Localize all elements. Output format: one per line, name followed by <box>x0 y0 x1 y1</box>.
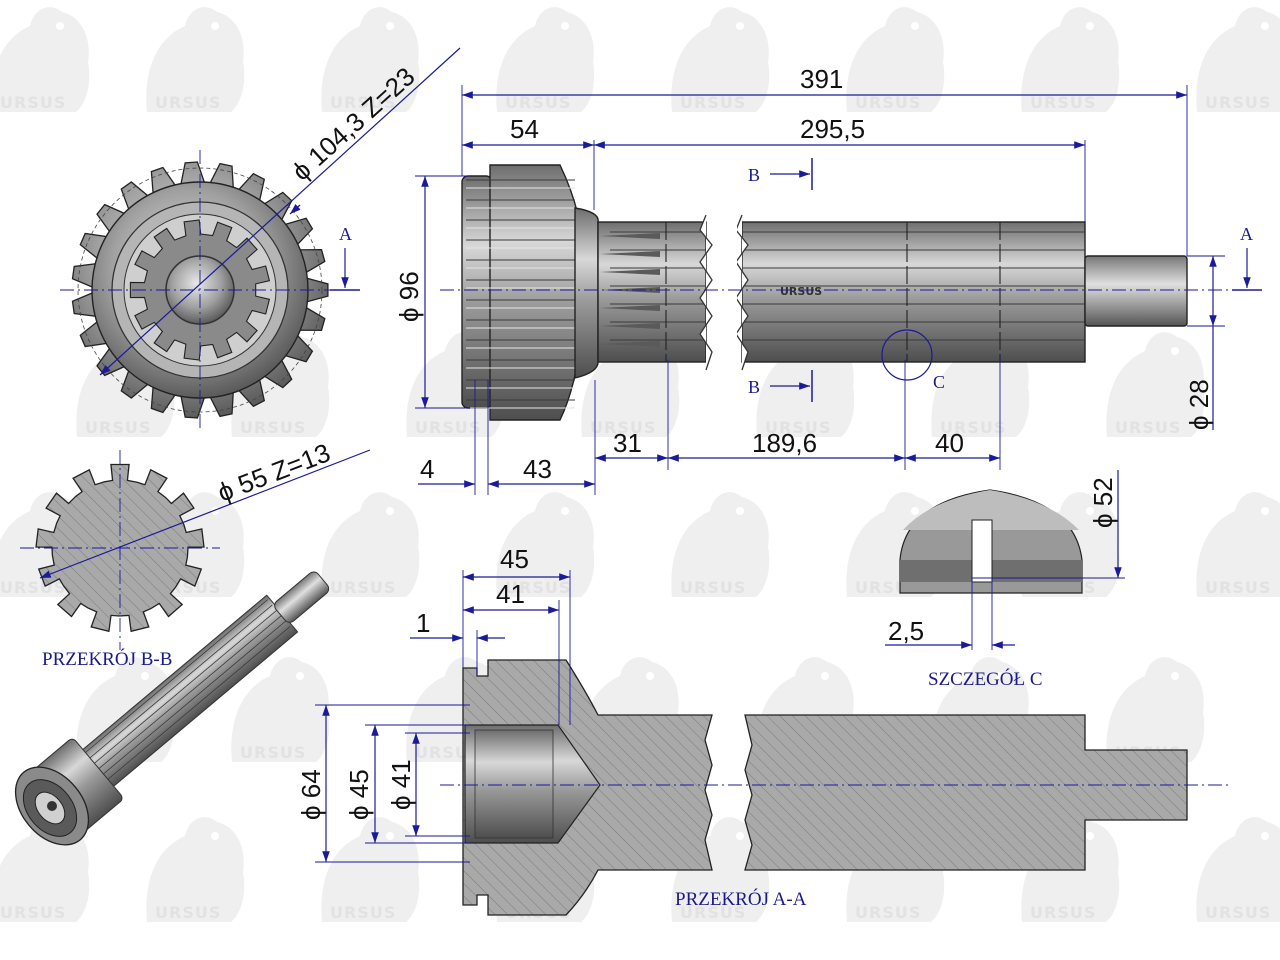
watermark-text: URSUS <box>590 418 656 437</box>
shaft-side-view: URSUS <box>440 164 1230 421</box>
watermark-text: URSUS <box>0 903 66 922</box>
dim-shaft-length: 295,5 <box>800 114 865 144</box>
dim-gear-length: 54 <box>510 114 539 144</box>
dim-stub-line <box>1187 255 1225 430</box>
watermark-text: URSUS <box>855 903 921 922</box>
watermark-text: URSUS <box>330 93 396 112</box>
watermark-text: URSUS <box>1115 418 1181 437</box>
watermark-text: URSUS <box>940 418 1006 437</box>
watermark-text: URSUS <box>155 903 221 922</box>
dim-step-43: 43 <box>523 454 552 484</box>
section-aa-view <box>440 659 1230 916</box>
watermark-text: URSUS <box>680 93 746 112</box>
dim-total-length: 391 <box>800 64 843 94</box>
watermark-text: URSUS <box>855 93 921 112</box>
dim-bore-45: 45 <box>500 544 529 574</box>
section-a-letter: A <box>339 224 352 244</box>
bottom-dimension-lines <box>418 360 1001 495</box>
watermark-text: URSUS <box>505 93 571 112</box>
section-a-marker-left: A <box>330 224 360 291</box>
dim-diameter-45: ϕ 45 <box>344 769 374 820</box>
dim-step-4: 4 <box>420 454 434 484</box>
section-bb-title: PRZEKRÓJ B-B <box>42 648 172 670</box>
watermark-text: URSUS <box>330 578 396 597</box>
shaft-brand-logo: URSUS <box>780 285 822 298</box>
gear-front-view <box>60 47 461 430</box>
section-b-markers <box>770 158 813 402</box>
dim-gear-od: ϕ 96 <box>394 271 424 322</box>
dim-bore-41: 41 <box>496 579 525 609</box>
section-bb-view <box>20 449 371 650</box>
section-a-marker-right <box>1232 248 1262 291</box>
dim-diameter-41: ϕ 41 <box>386 759 416 810</box>
section-b-bottom: B <box>748 377 760 397</box>
watermark-text: URSUS <box>0 93 66 112</box>
dim-groove-width: 2,5 <box>888 616 924 646</box>
section-aa-title: PRZEKRÓJ A-A <box>675 888 807 910</box>
detail-c-title: SZCZEGÓŁ C <box>928 668 1043 690</box>
watermark-text: URSUS <box>240 743 306 762</box>
dim-groove-diameter: ϕ 52 <box>1088 477 1118 528</box>
section-aa-dimension-lines <box>315 570 571 863</box>
watermark-text: URSUS <box>240 418 306 437</box>
section-b-top: B <box>748 165 760 185</box>
spline-pitch-label: ϕ 55 Z=13 <box>213 437 334 507</box>
watermark-text: URSUS <box>1205 903 1271 922</box>
shaft-3d-view <box>14 571 330 846</box>
watermark-text: URSUS <box>765 418 831 437</box>
watermark-text: URSUS <box>155 93 221 112</box>
watermark-text: URSUS <box>1205 93 1271 112</box>
dim-gear-od-line <box>415 175 470 409</box>
watermark-text: URSUS <box>680 578 746 597</box>
dim-step-189-6: 189,6 <box>752 428 817 458</box>
watermark-text: URSUS <box>1030 903 1096 922</box>
watermark-text: URSUS <box>415 418 481 437</box>
section-a-letter-right: A <box>1240 224 1253 244</box>
dim-stub-diameter: ϕ 28 <box>1184 379 1214 430</box>
dim-diameter-64: ϕ 64 <box>296 769 326 820</box>
dim-step-31: 31 <box>613 428 642 458</box>
watermark-text: URSUS <box>680 903 746 922</box>
watermark-text: URSUS <box>505 578 571 597</box>
dim-step-40: 40 <box>935 428 964 458</box>
watermark-text: URSUS <box>330 903 396 922</box>
dim-chamfer-1: 1 <box>416 608 430 638</box>
watermark-text: URSUS <box>1205 578 1271 597</box>
top-dimension-lines <box>461 85 1188 256</box>
watermark-text: URSUS <box>1030 93 1096 112</box>
watermark-text: URSUS <box>85 418 151 437</box>
detail-c-view <box>885 470 1125 650</box>
detail-c-marker: C <box>933 372 945 392</box>
